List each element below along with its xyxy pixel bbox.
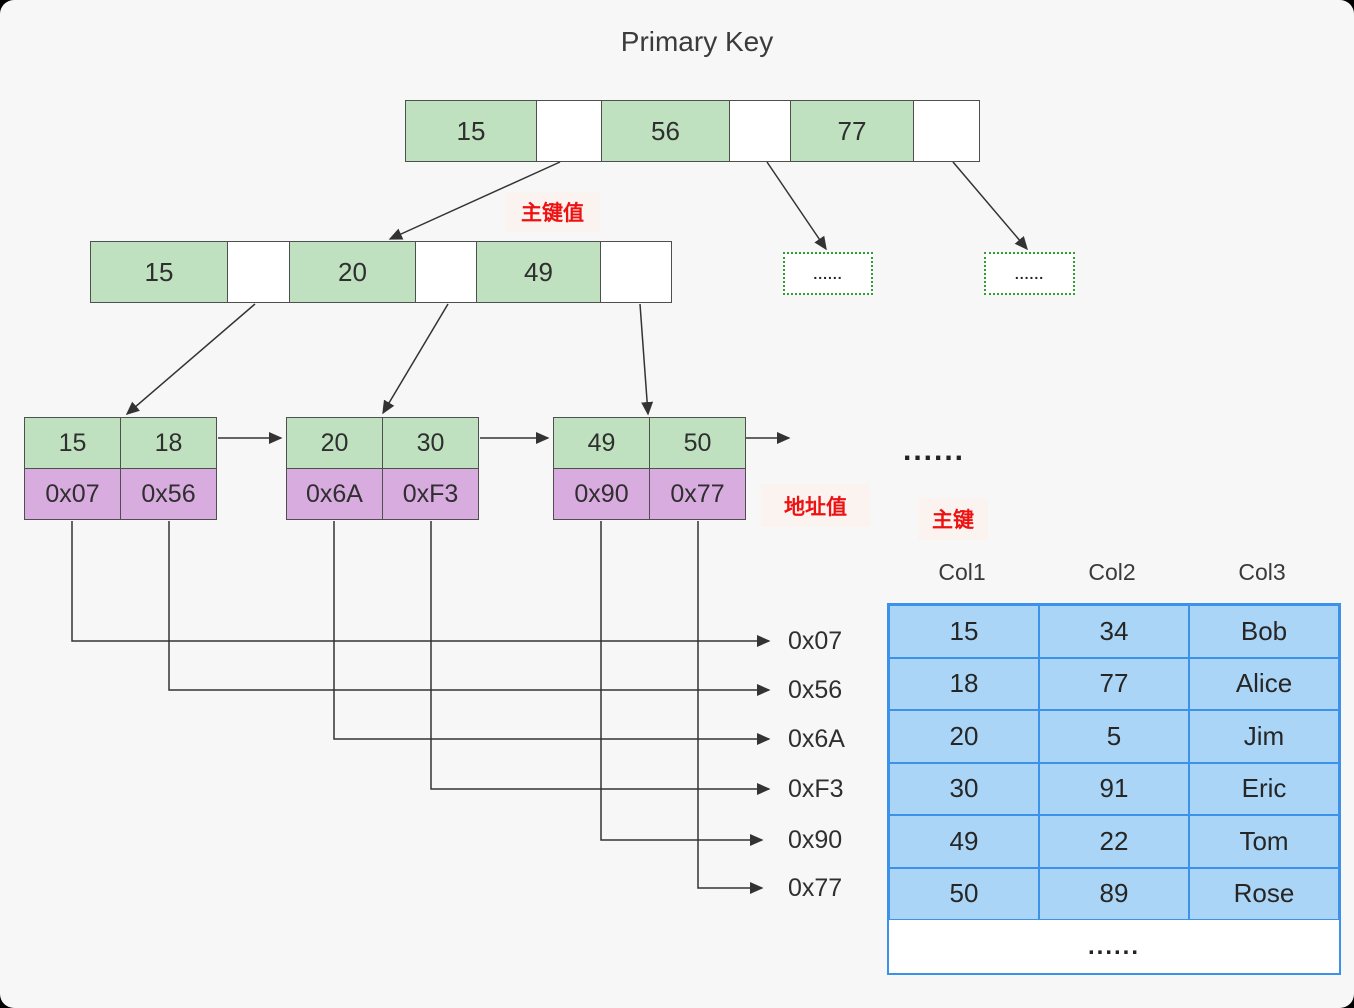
table-cell: Alice bbox=[1189, 657, 1339, 710]
address-list-item: 0x77 bbox=[788, 874, 843, 902]
pointer-cell bbox=[600, 241, 672, 303]
pointer-cell bbox=[729, 100, 791, 162]
key-cell: 49 bbox=[476, 241, 601, 303]
key-cell: 50 bbox=[649, 417, 746, 469]
column-header-col3: Col3 bbox=[1238, 559, 1286, 585]
table-footer-ellipsis: ...... bbox=[889, 920, 1339, 973]
pointer-cell bbox=[913, 100, 980, 162]
table-cell: 34 bbox=[1039, 605, 1189, 658]
leaf-node-2: 20 30 0x6A 0xF3 bbox=[286, 417, 479, 520]
leaf-chain-ellipsis: ...... bbox=[903, 434, 966, 467]
pointer-cell bbox=[227, 241, 290, 303]
address-list-item: 0x07 bbox=[788, 627, 843, 655]
table-cell: Bob bbox=[1189, 605, 1339, 658]
address-cell: 0x56 bbox=[120, 468, 217, 520]
table-cell: 18 bbox=[889, 657, 1039, 710]
label-address-value: 地址值 bbox=[761, 484, 870, 527]
key-cell: 20 bbox=[286, 417, 383, 469]
table-cell: 5 bbox=[1039, 710, 1189, 763]
key-cell: 15 bbox=[24, 417, 121, 469]
table-cell: 20 bbox=[889, 710, 1039, 763]
address-list-item: 0x6A bbox=[788, 725, 845, 753]
leaf-node-3: 49 50 0x90 0x77 bbox=[553, 417, 746, 520]
key-cell: 56 bbox=[601, 100, 730, 162]
address-cell: 0x77 bbox=[649, 468, 746, 520]
table-cell: 91 bbox=[1039, 762, 1189, 815]
address-list-item: 0xF3 bbox=[788, 775, 844, 803]
table-cell: Tom bbox=[1189, 815, 1339, 868]
arrow-addr-0x07 bbox=[71, 521, 771, 647]
arrow-addr-0x56 bbox=[168, 521, 771, 696]
data-table: 15 34 Bob 18 77 Alice 20 5 Jim 30 91 Eri… bbox=[887, 603, 1341, 975]
level2-node: 15 20 49 bbox=[90, 241, 672, 303]
key-cell: 20 bbox=[289, 241, 416, 303]
address-cell: 0x07 bbox=[24, 468, 121, 520]
arrow-addr-0x6A bbox=[333, 521, 771, 745]
arrow-addr-0xF3 bbox=[430, 521, 771, 795]
label-primary-key: 主键 bbox=[918, 498, 988, 540]
root-node: 15 56 77 bbox=[405, 100, 980, 162]
column-header-col1: Col1 bbox=[938, 559, 986, 585]
table-cell: Rose bbox=[1189, 867, 1339, 920]
key-cell: 15 bbox=[90, 241, 228, 303]
key-cell: 77 bbox=[790, 100, 914, 162]
address-list-item: 0x90 bbox=[788, 826, 843, 854]
table-cell: 15 bbox=[889, 605, 1039, 658]
table-cell: 77 bbox=[1039, 657, 1189, 710]
arrow-root-to-dotted-box-2 bbox=[952, 161, 1028, 251]
address-list-item: 0x56 bbox=[788, 676, 843, 704]
diagram-title: Primary Key bbox=[620, 26, 774, 57]
table-cell: 89 bbox=[1039, 867, 1189, 920]
address-cell: 0xF3 bbox=[382, 468, 479, 520]
arrow-addr-0x90 bbox=[600, 521, 764, 846]
pointer-cell bbox=[536, 100, 602, 162]
arrow-root-to-dotted-box-1 bbox=[766, 161, 827, 251]
dotted-node-placeholder-1: ...... bbox=[783, 252, 873, 295]
table-cell: 22 bbox=[1039, 815, 1189, 868]
arrow-level2-to-leaf-2 bbox=[382, 303, 449, 415]
address-cell: 0x6A bbox=[286, 468, 383, 520]
column-header-col2: Col2 bbox=[1088, 559, 1136, 585]
leaf-node-1: 15 18 0x07 0x56 bbox=[24, 417, 217, 520]
address-cell: 0x90 bbox=[553, 468, 650, 520]
arrow-level2-to-leaf-3 bbox=[639, 303, 654, 416]
table-cell: 30 bbox=[889, 762, 1039, 815]
label-primary-key-value: 主键值 bbox=[505, 192, 600, 232]
key-cell: 15 bbox=[405, 100, 537, 162]
dotted-node-placeholder-2: ...... bbox=[984, 252, 1075, 295]
arrow-addr-0x77 bbox=[697, 521, 764, 894]
table-cell: Eric bbox=[1189, 762, 1339, 815]
arrow-level2-to-leaf-1 bbox=[125, 303, 256, 415]
table-cell: 50 bbox=[889, 867, 1039, 920]
key-cell: 18 bbox=[120, 417, 217, 469]
pointer-cell bbox=[415, 241, 477, 303]
key-cell: 49 bbox=[553, 417, 650, 469]
table-cell: Jim bbox=[1189, 710, 1339, 763]
table-cell: 49 bbox=[889, 815, 1039, 868]
key-cell: 30 bbox=[382, 417, 479, 469]
